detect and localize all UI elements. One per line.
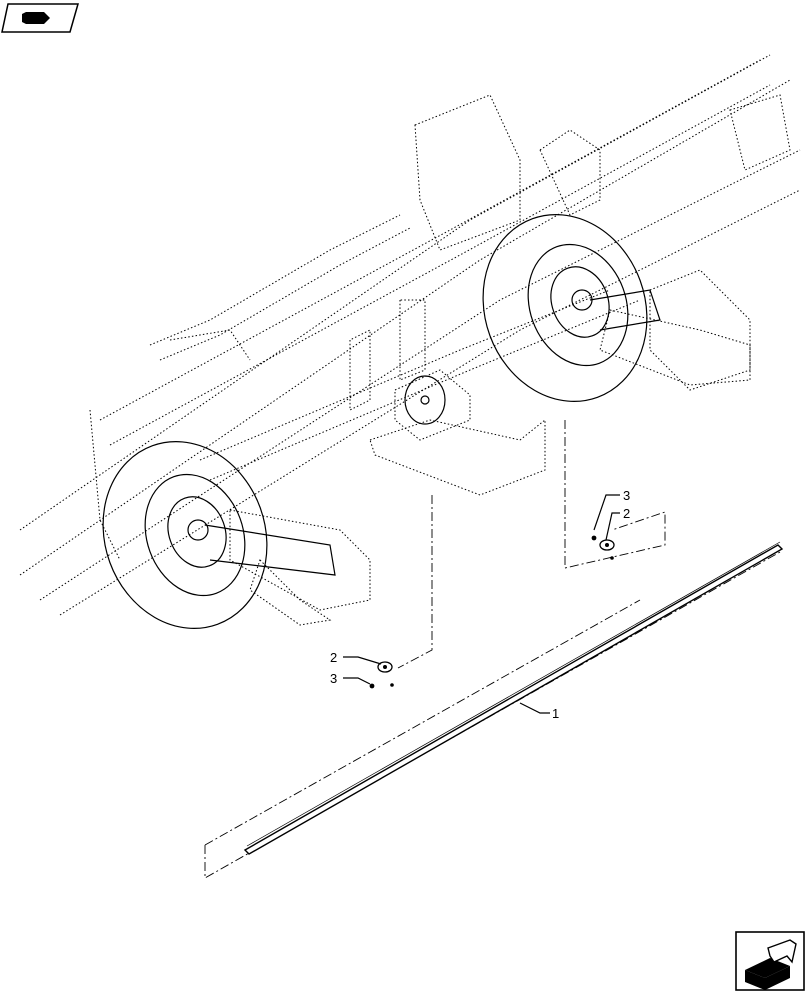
callout-leaders bbox=[343, 494, 620, 714]
callout-2-right: 2 bbox=[623, 506, 630, 521]
part-3-fastener-left bbox=[369, 683, 394, 689]
right-wheel bbox=[482, 214, 661, 402]
machine-frame bbox=[19, 54, 801, 626]
part-2-clip-right bbox=[599, 539, 615, 551]
leader-lines bbox=[204, 420, 781, 879]
callout-3-left: 3 bbox=[330, 671, 337, 686]
next-page-arrow-icon[interactable] bbox=[735, 931, 805, 991]
part-1-strip bbox=[243, 541, 784, 855]
part-3-fastener-right bbox=[591, 535, 614, 560]
book-arrow-icon[interactable] bbox=[1, 3, 79, 33]
left-wheel bbox=[102, 441, 336, 629]
callout-1: 1 bbox=[552, 706, 559, 721]
pulley bbox=[404, 375, 446, 425]
callout-2-left: 2 bbox=[330, 650, 337, 665]
part-2-clip-left bbox=[377, 661, 393, 673]
callout-3-right: 3 bbox=[623, 488, 630, 503]
